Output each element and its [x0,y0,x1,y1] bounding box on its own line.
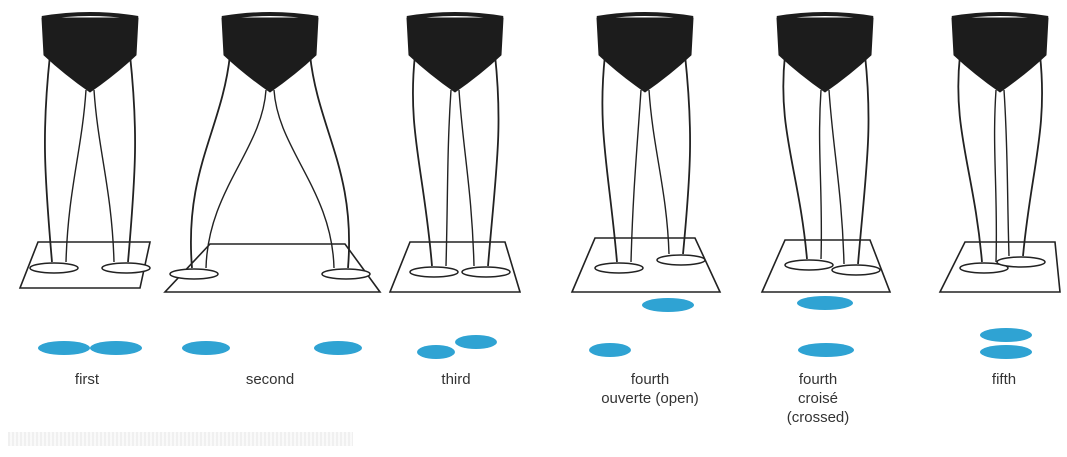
waistband [42,14,138,18]
right-leg-inner [829,90,844,264]
right-foot [462,267,510,277]
caption-second: second [246,370,294,389]
left-leg-outer [602,55,617,262]
footprint-first-left [38,341,90,355]
caption-fourth-crossed: fourth croisé (crossed) [787,370,850,427]
footprint-second-left [182,341,230,355]
right-foot [997,257,1045,267]
left-leg-inner [206,90,266,268]
left-leg-outer [413,55,432,266]
waistband [597,14,693,18]
caption-first: first [75,370,99,389]
left-leg-inner [631,90,641,262]
right-leg-outer [1023,55,1042,256]
right-foot [102,263,150,273]
right-foot [657,255,705,265]
right-leg-inner [274,90,334,268]
footprint-fifth-front [980,328,1032,342]
right-leg-outer [683,55,690,254]
right-foot [322,269,370,279]
right-leg-outer [488,55,499,266]
left-foot [595,263,643,273]
footprint-fifth-back [980,345,1032,359]
left-leg-inner [820,90,822,259]
left-foot [30,263,78,273]
floor-fourth-open [572,238,720,292]
caption-fifth: fifth [992,370,1016,389]
figure-first [20,14,150,288]
right-leg-outer [128,55,135,262]
briefs [407,18,503,92]
scan-artifact [8,432,353,446]
right-leg-inner [94,90,114,262]
right-leg-inner [459,90,474,266]
footprint-first-right [90,341,142,355]
left-leg-outer [958,55,982,262]
right-leg-inner [649,90,669,254]
footprint-fourth-crossed-front [797,296,853,310]
waistband [222,14,318,18]
footprint-third-back [417,345,455,359]
floor-third [390,242,520,292]
caption-third: third [441,370,470,389]
briefs [42,18,138,92]
left-foot [410,267,458,277]
briefs [222,18,318,92]
left-leg-inner [446,90,451,266]
footprint-fourth-open-back [589,343,631,357]
figure-third [390,14,520,292]
left-leg-outer [45,55,52,262]
footprint-second-right [314,341,362,355]
figure-fourth-open [572,14,720,292]
briefs [777,18,873,92]
footprint-third-front [455,335,497,349]
caption-fourth-open: fourth ouverte (open) [601,370,699,408]
briefs [597,18,693,92]
footprint-fourth-crossed-back [798,343,854,357]
floor-second [165,244,380,292]
figure-fifth [940,14,1060,292]
right-leg-inner [1004,90,1009,256]
figure-second [165,14,380,292]
right-foot [832,265,880,275]
waistband [777,14,873,18]
figure-fourth-crossed [762,14,890,292]
briefs [952,18,1048,92]
footprint-fourth-open-front [642,298,694,312]
left-leg-outer [783,55,807,259]
left-foot [170,269,218,279]
left-leg-inner [66,90,86,262]
right-leg-outer [858,55,869,264]
left-foot [785,260,833,270]
waistband [407,14,503,18]
left-leg-inner [995,90,997,262]
waistband [952,14,1048,18]
